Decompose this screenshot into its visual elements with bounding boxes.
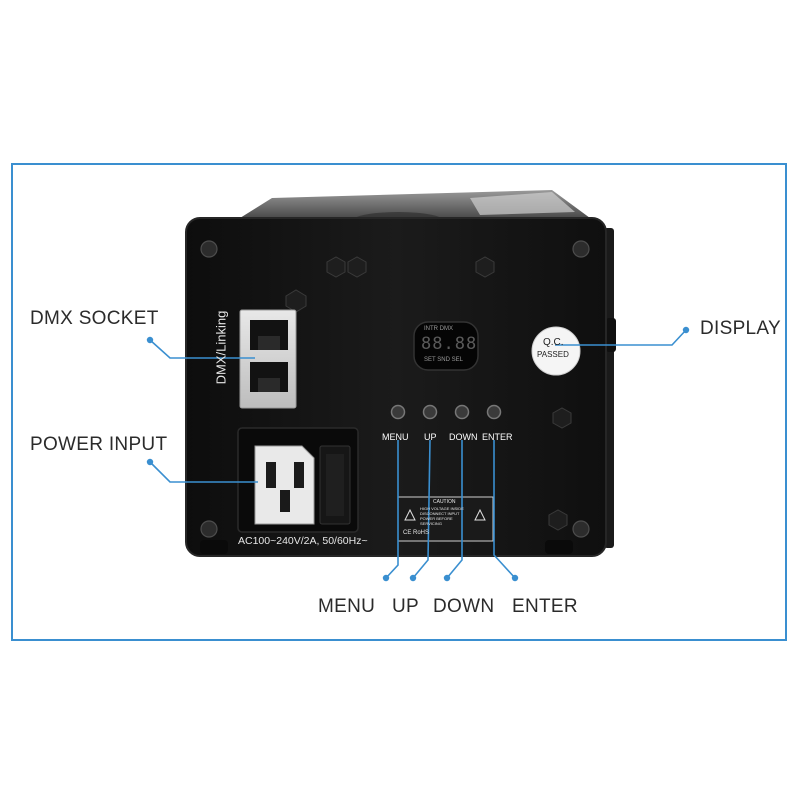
caution-marks: CE RoHS — [403, 530, 430, 536]
power-rating: AC100~240V/2A, 50/60Hz~ — [238, 535, 368, 547]
dmx-socket — [239, 309, 297, 409]
leader-lines — [149, 329, 687, 579]
callout-enter: ENTER — [512, 596, 578, 617]
qc-line1: Q.C. — [543, 337, 564, 348]
panel-buttons — [390, 404, 502, 420]
display-top-text: INTR DMX — [424, 326, 453, 332]
display-readout: 88.88 — [421, 334, 478, 354]
callout-dmx-socket: DMX SOCKET — [30, 308, 159, 329]
hex-screws — [285, 256, 572, 531]
panel-label-down: DOWN — [449, 432, 478, 442]
power-inlet — [237, 427, 359, 533]
qc-sticker — [531, 326, 581, 376]
callout-up: UP — [392, 596, 419, 617]
caution-label — [397, 496, 494, 542]
panel-label-menu: MENU — [382, 432, 409, 442]
enter-button[interactable] — [486, 404, 502, 420]
callout-menu: MENU — [318, 596, 376, 617]
corner-screws — [200, 240, 590, 538]
display-bottom-text: SET SND SEL — [424, 357, 463, 363]
caution-title: CAUTION — [433, 499, 456, 505]
callout-display: DISPLAY — [700, 318, 781, 339]
callout-down: DOWN — [433, 596, 495, 617]
up-button[interactable] — [422, 404, 438, 420]
caution-line-2: DISCONNECT INPUT — [420, 511, 460, 516]
panel-label-enter: ENTER — [482, 432, 513, 442]
panel-label-up: UP — [424, 432, 437, 442]
device-feet — [200, 540, 573, 554]
menu-button[interactable] — [390, 404, 406, 420]
caution-line-3: POWER BEFORE — [420, 516, 453, 521]
caution-line-1: HIGH VOLTAGE INSIDE — [420, 506, 464, 511]
leader-dots — [146, 326, 690, 582]
led-display — [413, 321, 479, 371]
down-button[interactable] — [454, 404, 470, 420]
qc-line2: PASSED — [537, 350, 569, 359]
diagram-frame — [11, 163, 787, 641]
socket-label: DMX/Linking — [213, 310, 229, 385]
caution-line-4: SERVICING — [420, 521, 442, 526]
callout-power-input: POWER INPUT — [30, 434, 168, 455]
